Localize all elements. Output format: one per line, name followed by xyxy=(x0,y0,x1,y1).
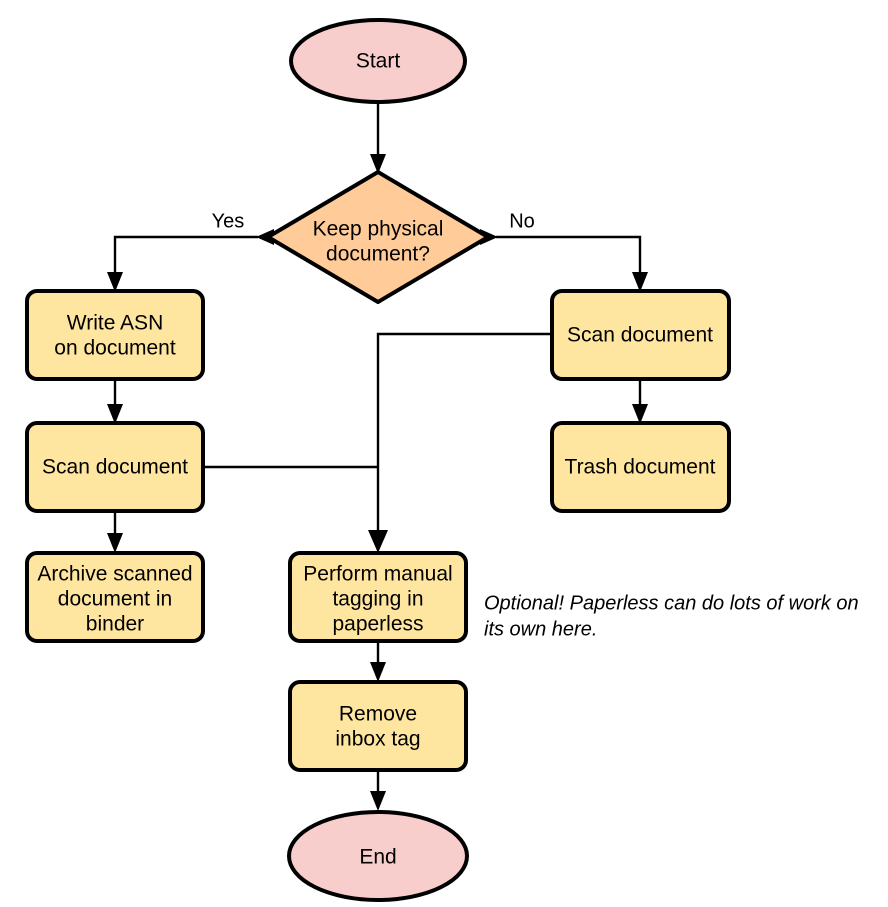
node-archive-shape[interactable] xyxy=(25,551,205,643)
node-scan-document-left-label: Scan document xyxy=(42,456,188,479)
node-manual-tagging-label-line2: tagging in xyxy=(332,588,423,611)
node-write-asn-shape[interactable] xyxy=(25,289,205,381)
node-start[interactable]: Start xyxy=(289,18,467,104)
node-archive-label-line2: document in xyxy=(58,588,172,611)
node-manual-tagging-shape[interactable] xyxy=(288,551,468,643)
edge-label-yes: Yes xyxy=(212,210,245,232)
arrowhead-icon xyxy=(370,154,386,174)
node-scan-document-left[interactable]: Scan document xyxy=(25,421,205,513)
edge-decision-yes xyxy=(107,229,274,292)
arrowhead-icon xyxy=(368,530,388,553)
node-manual-tagging-label-line3: paperless xyxy=(332,613,423,636)
node-trash-shape[interactable] xyxy=(550,421,731,513)
node-archive-label-line1: Archive scanned xyxy=(37,563,192,586)
annotation-note-line1: Optional! Paperless can do lots of work … xyxy=(484,592,859,614)
node-trash-label: Trash document xyxy=(565,456,716,479)
node-start-label: Start xyxy=(356,50,401,73)
node-scan-document-left-shape[interactable] xyxy=(25,421,205,513)
node-write-asn-label-line1: Write ASN xyxy=(67,312,163,335)
arrowhead-icon xyxy=(107,272,123,292)
edge-writeasn-to-scanleft xyxy=(107,379,123,424)
annotation-optional-note: Optional! Paperless can do lots of work … xyxy=(484,592,859,640)
edge-decision-no xyxy=(480,229,648,292)
node-remove-inbox-label-line1: Remove xyxy=(339,703,417,726)
arrowhead-icon xyxy=(107,533,123,553)
edge-start-to-decision xyxy=(370,104,386,174)
node-start-shape[interactable] xyxy=(289,18,467,104)
annotation-note-line2: its own here. xyxy=(484,618,597,640)
node-end[interactable]: End xyxy=(287,810,469,902)
edge-label-no: No xyxy=(509,210,535,232)
edge-removeinbox-to-end xyxy=(370,770,386,811)
edge-scanright-to-trash xyxy=(632,379,648,424)
node-scan-document-right-label: Scan document xyxy=(567,324,713,347)
arrowhead-icon xyxy=(256,229,274,245)
node-archive-scanned-document[interactable]: Archive scanned document in binder xyxy=(25,551,205,643)
node-scan-document-right-shape[interactable] xyxy=(550,289,731,381)
node-decision-keep-physical-document[interactable]: Keep physical document? xyxy=(266,170,490,304)
node-decision-label-line2: document? xyxy=(326,243,430,266)
arrowhead-icon xyxy=(107,404,123,424)
node-decision-label-line1: Keep physical xyxy=(313,218,444,241)
edge-line xyxy=(113,235,258,282)
node-end-shape[interactable] xyxy=(287,810,469,902)
arrowhead-icon xyxy=(632,272,648,292)
arrowhead-icon xyxy=(370,791,386,811)
node-archive-label-line3: binder xyxy=(86,613,144,636)
node-trash-document[interactable]: Trash document xyxy=(550,421,731,513)
node-write-asn-label-line2: on document xyxy=(54,337,176,360)
node-write-asn[interactable]: Write ASN on document xyxy=(25,289,205,381)
node-remove-inbox-label-line2: inbox tag xyxy=(335,728,420,751)
node-perform-manual-tagging[interactable]: Perform manual tagging in paperless xyxy=(288,551,468,643)
edge-scanleft-to-archive xyxy=(107,511,123,553)
node-end-label: End xyxy=(359,846,396,869)
edge-line xyxy=(496,235,642,282)
node-remove-inbox-tag[interactable]: Remove inbox tag xyxy=(288,680,468,772)
arrowhead-icon xyxy=(632,404,648,424)
arrowhead-icon xyxy=(370,662,386,682)
node-scan-document-right[interactable]: Scan document xyxy=(550,289,731,381)
node-remove-inbox-shape[interactable] xyxy=(288,680,468,772)
edge-line xyxy=(376,332,552,541)
node-manual-tagging-label-line1: Perform manual xyxy=(303,563,452,586)
edge-scanright-to-manualtagging xyxy=(368,332,552,553)
node-decision-shape[interactable] xyxy=(266,170,490,304)
edge-manualtagging-to-removeinbox xyxy=(370,641,386,682)
